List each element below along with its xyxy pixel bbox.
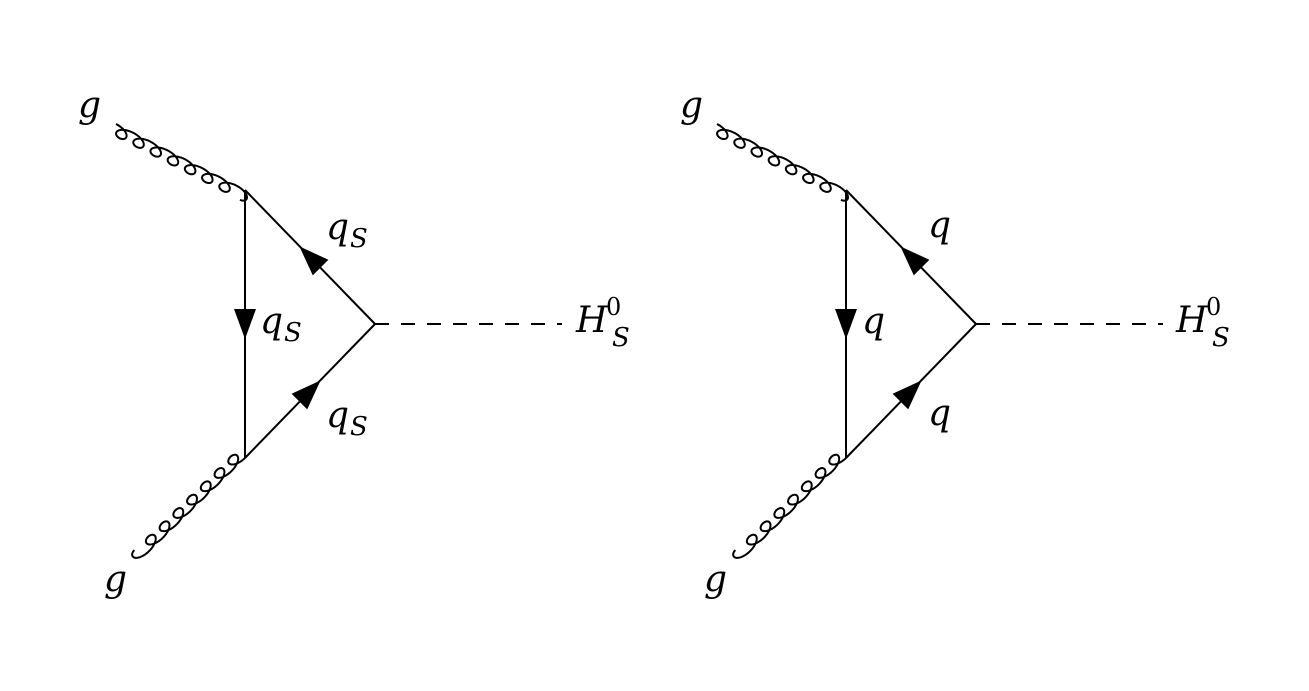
diagram-2-gluon-bottom [732, 453, 847, 559]
diagram-2-gluon-top [716, 123, 850, 202]
diagram-1-lower-quark-label: qS [326, 395, 368, 442]
diagram-1-arrow-lower [291, 380, 321, 410]
diagram-1-gluon-bottom-label: g [104, 559, 128, 600]
diagram-2-gluon-top-label: g [680, 85, 704, 126]
diagram-1-arrow-upper [299, 246, 329, 276]
diagram-1-left-quark-label: qS [260, 301, 302, 348]
diagram-2-upper-quark-label: q [928, 205, 952, 246]
diagram-1-arrow-left [234, 309, 256, 339]
diagram-1-upper-quark-label: qS [326, 207, 368, 254]
diagram-1-gluon-top-label: g [78, 85, 102, 126]
diagram-1-gluon-bottom [131, 453, 246, 559]
diagram-2-arrow-left [835, 309, 857, 339]
diagram-1-gluon-top [115, 123, 249, 202]
diagram-2-left-quark-label: q [862, 301, 886, 342]
diagram-2-arrow-upper [900, 246, 930, 276]
diagram-2-lower-quark-label: q [928, 393, 952, 434]
diagram-2-arrow-lower [892, 380, 922, 410]
diagram-2-gluon-bottom-label: g [704, 559, 728, 600]
